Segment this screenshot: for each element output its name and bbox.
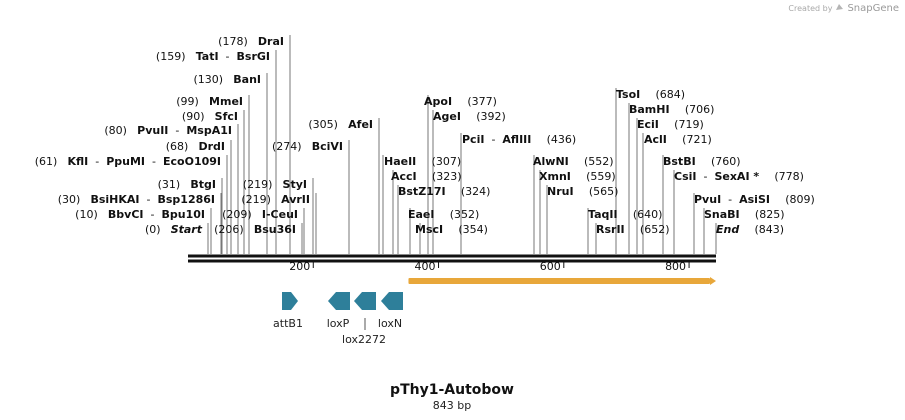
watermark-brand: SnapGene [847, 3, 899, 14]
site-label[interactable]: TsoI (684) [616, 83, 685, 102]
orf-arrow[interactable] [408, 277, 716, 285]
site-label[interactable]: (80) PvuII - MspA1I [104, 119, 232, 138]
feature-label-loxP: loxP [327, 317, 350, 330]
site-label[interactable]: EciI (719) [637, 113, 704, 132]
site-label[interactable]: (219) StyI [243, 173, 307, 192]
site-label[interactable]: EaeI (352) [408, 203, 479, 222]
site-label[interactable]: (61) KflI - PpuMI - EcoO109I [35, 150, 221, 169]
feature-label-loxN: loxN [378, 317, 402, 330]
site-label[interactable]: (219) AvrII [241, 188, 310, 207]
site-label[interactable]: (206) Bsu36I [214, 218, 296, 237]
site-labels: (0) Start(10) BbvCI - Bpu10I(30) BsiHKAI… [35, 30, 815, 237]
site-label[interactable]: (31) BtgI [158, 173, 216, 192]
site-label[interactable]: AlwNI (552) [533, 150, 614, 169]
site-label[interactable]: ApoI (377) [424, 90, 497, 109]
site-label[interactable]: MscI (354) [415, 218, 488, 237]
feature-label-lox2272: lox2272 [342, 333, 386, 346]
site-label[interactable]: (130) BanI [194, 68, 262, 87]
snapgene-watermark: Created by SnapGene [788, 3, 899, 14]
site-leaders [207, 35, 717, 254]
site-label[interactable]: End (843) [716, 218, 784, 237]
site-label[interactable]: (159) TatI - BsrGI [156, 45, 270, 64]
feature-attB1[interactable]: attB1 [273, 292, 303, 330]
site-label[interactable]: (68) DrdI [166, 135, 225, 154]
site-label[interactable]: (209) I-CeuI [222, 203, 298, 222]
feature-loxP[interactable]: loxP [327, 292, 350, 330]
site-label[interactable]: PciI - AflIII (436) [462, 128, 576, 147]
site-label[interactable]: AclI (721) [644, 128, 712, 147]
feature-label-attB1: attB1 [273, 317, 303, 330]
site-label[interactable]: TaqII (640) [588, 203, 662, 222]
site-label[interactable]: AccI (323) [391, 165, 462, 184]
site-label[interactable]: SnaBI (825) [704, 203, 785, 222]
site-label[interactable]: CsiI - SexAI * (778) [674, 165, 804, 184]
site-label[interactable]: XmnI (559) [539, 165, 616, 184]
site-label[interactable]: BstZ17I (324) [398, 180, 490, 199]
site-label[interactable]: (30) BsiHKAI - Bsp1286I [58, 188, 215, 207]
plasmid-length: 843 bp [433, 399, 471, 412]
ruler-tick-label: 400 [415, 260, 436, 273]
ruler-tick-label: 200 [289, 260, 310, 273]
site-label[interactable]: (178) DraI [218, 30, 284, 49]
snapgene-logo-icon [835, 3, 844, 14]
site-label[interactable]: AgeI (392) [433, 105, 506, 124]
site-label[interactable]: PvuI - AsiSI (809) [694, 188, 815, 207]
site-label[interactable]: (0) Start [145, 218, 203, 237]
site-label[interactable]: (99) MmeI [176, 90, 243, 109]
ruler-tick-label: 800 [665, 260, 686, 273]
feature-loxN[interactable]: loxN [378, 292, 403, 330]
site-label[interactable]: BamHI (706) [629, 98, 714, 117]
ruler: 200 400 600 800 [289, 260, 690, 273]
site-label[interactable]: RsrII (652) [596, 218, 670, 237]
watermark-prefix: Created by [788, 4, 833, 13]
site-label[interactable]: (10) BbvCI - Bpu10I [75, 203, 205, 222]
site-label[interactable]: (274) BciVI [272, 135, 343, 154]
site-label[interactable]: HaeII (307) [384, 150, 461, 169]
site-label[interactable]: (90) SfcI [182, 105, 238, 124]
feature-lox2272[interactable]: lox2272 [342, 292, 386, 346]
site-label[interactable]: (305) AfeI [308, 113, 373, 132]
site-label[interactable]: NruI (565) [547, 180, 618, 199]
ruler-tick-label: 600 [540, 260, 561, 273]
site-label[interactable]: BstBI (760) [663, 150, 741, 169]
plasmid-title: pThy1-Autobow [390, 382, 514, 398]
